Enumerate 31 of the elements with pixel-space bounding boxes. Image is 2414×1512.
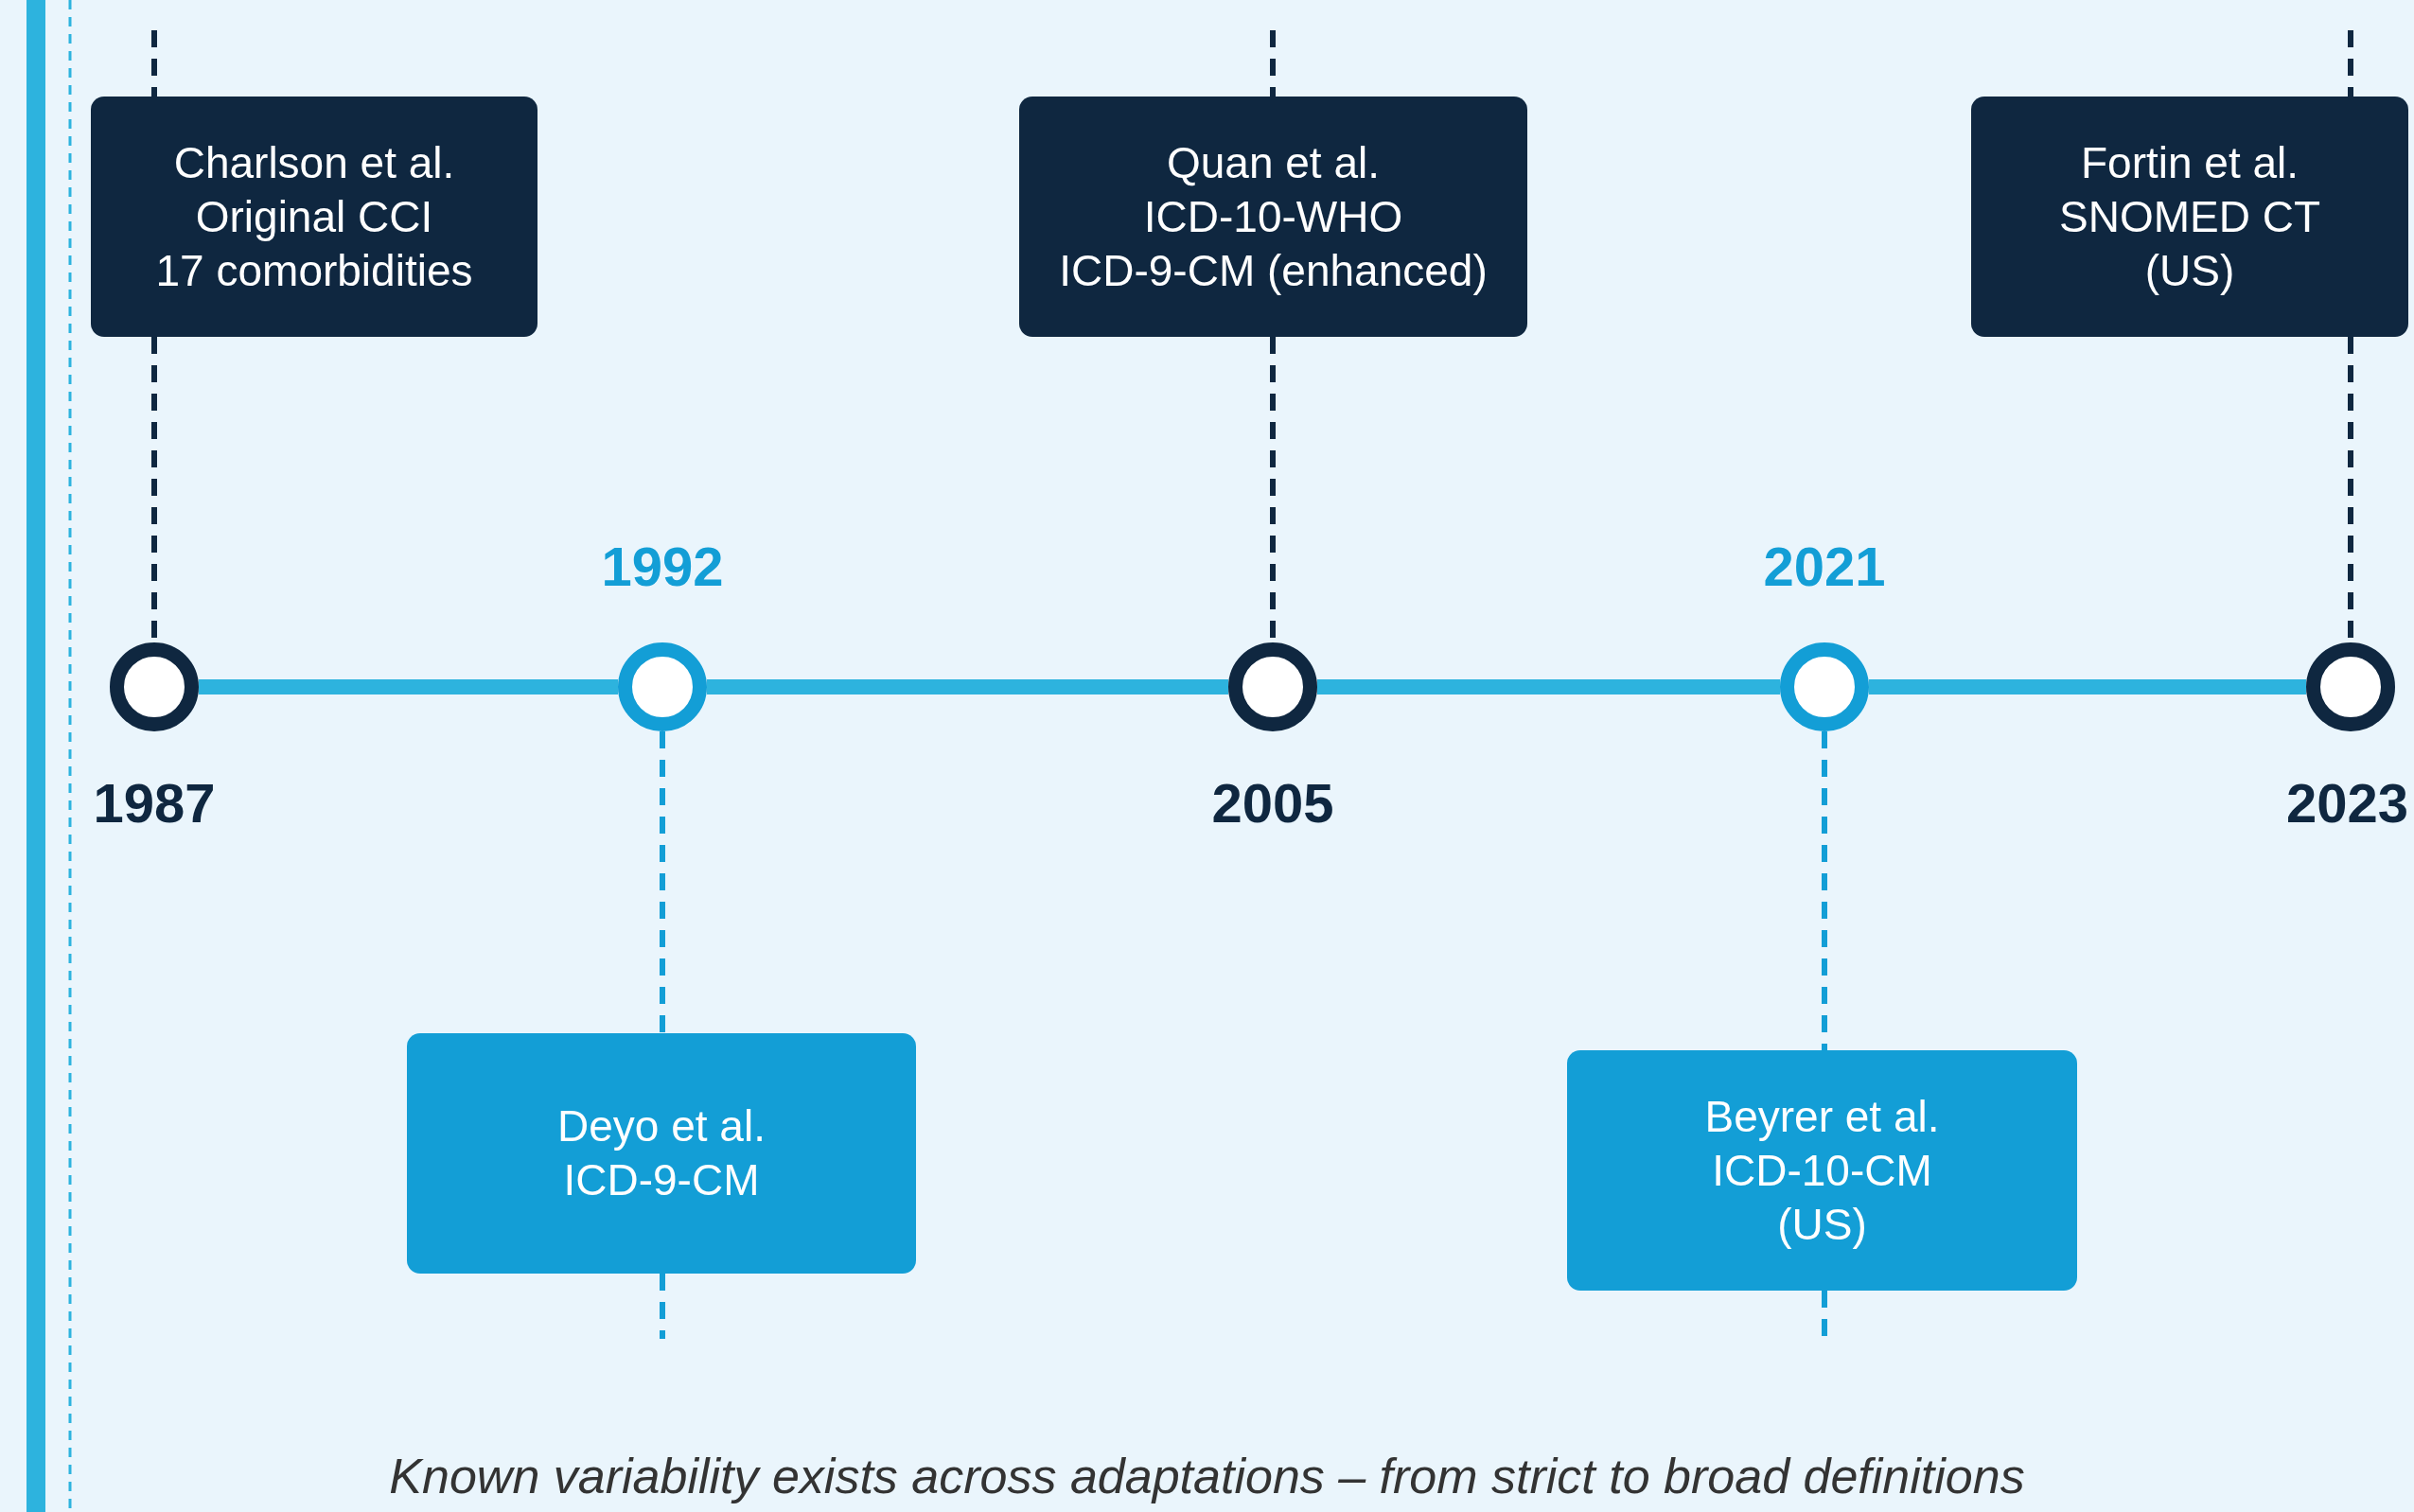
- milestone-text: Charlson et al.: [173, 136, 455, 189]
- dashed-connector: [660, 731, 665, 1033]
- milestone-box: [1019, 97, 1527, 337]
- timeline-line: [707, 679, 1228, 694]
- timeline-line: [1869, 679, 2306, 694]
- year-label: 2023: [2286, 771, 2409, 835]
- milestone-text: Original CCI: [195, 190, 433, 243]
- timeline-line: [199, 679, 618, 694]
- year-label: 2021: [1763, 535, 1886, 598]
- milestone-text: 17 comorbidities: [155, 244, 473, 297]
- milestone-box: [1567, 1050, 2077, 1291]
- dashed-connector: [1822, 731, 1827, 1050]
- milestone-text: SNOMED CT: [2059, 190, 2320, 243]
- milestone-text: Quan et al.: [1166, 136, 1380, 189]
- caption: Known variability exists across adaptations – from strict to broad definitions: [388, 1448, 2026, 1504]
- milestone-text: Fortin et al.: [2080, 136, 2299, 189]
- year-label: 1987: [93, 771, 216, 835]
- year-label: 1992: [601, 535, 724, 598]
- milestone-text: ICD-9-CM: [563, 1154, 760, 1206]
- milestone-text: (US): [2144, 244, 2235, 297]
- milestone-box: [407, 1033, 916, 1274]
- milestone-box: [1971, 97, 2408, 337]
- year-label: 2005: [1211, 771, 1334, 835]
- milestone-text: Deyo et al.: [557, 1100, 766, 1152]
- milestone-box: [91, 97, 537, 337]
- timeline-line: [1317, 679, 1780, 694]
- milestone-text: ICD-10-WHO: [1143, 190, 1403, 243]
- milestone-text: (US): [1777, 1198, 1867, 1251]
- milestone-text: Beyrer et al.: [1704, 1090, 1940, 1143]
- milestone-text: ICD-10-CM: [1712, 1144, 1932, 1197]
- milestone-text: ICD-9-CM (enhanced): [1059, 244, 1488, 297]
